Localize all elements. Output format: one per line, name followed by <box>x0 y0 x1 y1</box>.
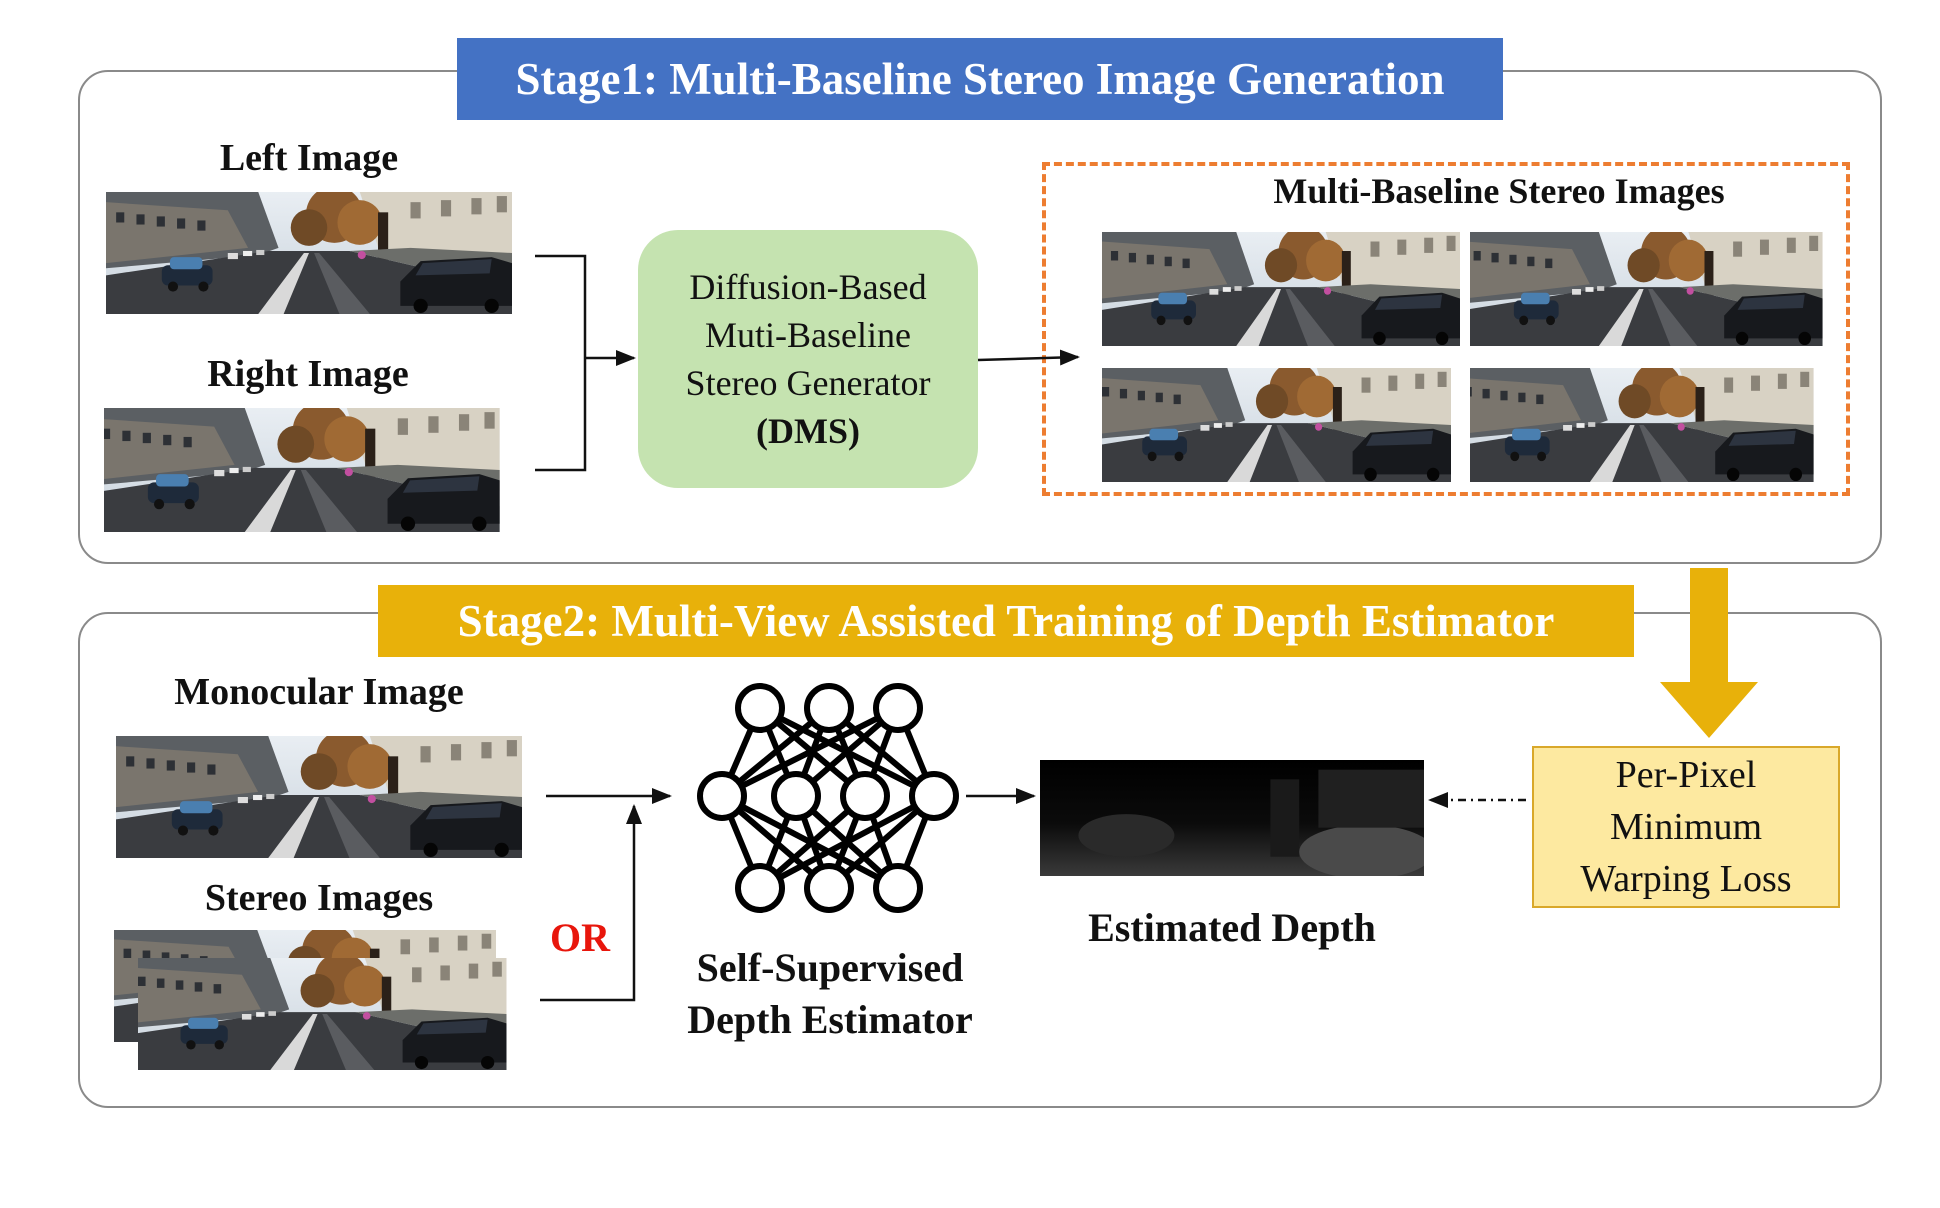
generator-line4: (DMS) <box>756 411 860 451</box>
generator-line1: Diffusion-Based <box>689 267 927 307</box>
network-node <box>909 771 959 821</box>
stage-transition-arrow <box>1660 568 1758 738</box>
generator-line3: Stereo Generator <box>685 363 931 403</box>
loss-line2: Minimum <box>1609 806 1763 848</box>
network-node <box>873 863 923 913</box>
dms-generator-box: Diffusion-Based Muti-Baseline Stereo Gen… <box>638 230 978 488</box>
stage2-banner: Stage2: Multi-View Assisted Training of … <box>378 585 1634 657</box>
network-node <box>804 683 854 733</box>
estimated-depth-map <box>1040 760 1424 876</box>
network-edges <box>719 705 937 891</box>
estimator-line2: Depth Estimator <box>687 997 973 1042</box>
generator-to-multibaseline-arrow <box>977 349 1080 366</box>
network-node <box>735 683 785 733</box>
generator-line2: Muti-Baseline <box>705 315 911 355</box>
or-label: OR <box>550 915 610 960</box>
network-node <box>771 771 821 821</box>
stage1-title: Stage1: Multi-Baseline Stereo Image Gene… <box>515 54 1445 104</box>
monocular-image-label: Monocular Image <box>174 671 464 713</box>
stereo-path <box>540 804 642 1002</box>
stage1-bracket <box>535 254 587 472</box>
stereo-images-label: Stereo Images <box>204 877 434 919</box>
multi-baseline-box <box>1042 162 1850 496</box>
network-node <box>697 771 747 821</box>
loss-line3: Warping Loss <box>1580 858 1792 900</box>
left-image-label: Left Image <box>219 137 399 179</box>
network-node <box>873 683 923 733</box>
multi-baseline-label: Multi-Baseline Stereo Images <box>1273 171 1725 211</box>
network-node <box>840 771 890 821</box>
estimator-line1: Self-Supervised <box>696 945 964 990</box>
loss-line1: Per-Pixel <box>1615 754 1757 796</box>
estimator-label: Self-Supervised Depth Estimator <box>630 942 1030 1046</box>
network-node <box>735 863 785 913</box>
estimated-depth-label: Estimated Depth <box>1088 905 1376 950</box>
right-image-label: Right Image <box>207 353 409 395</box>
neural-network-icon <box>697 683 959 913</box>
stage1-banner: Stage1: Multi-Baseline Stereo Image Gene… <box>457 38 1503 120</box>
warping-loss-box: Per-Pixel Minimum Warping Loss <box>1532 746 1840 908</box>
network-node <box>804 863 854 913</box>
stage2-title: Stage2: Multi-View Assisted Training of … <box>457 596 1555 646</box>
